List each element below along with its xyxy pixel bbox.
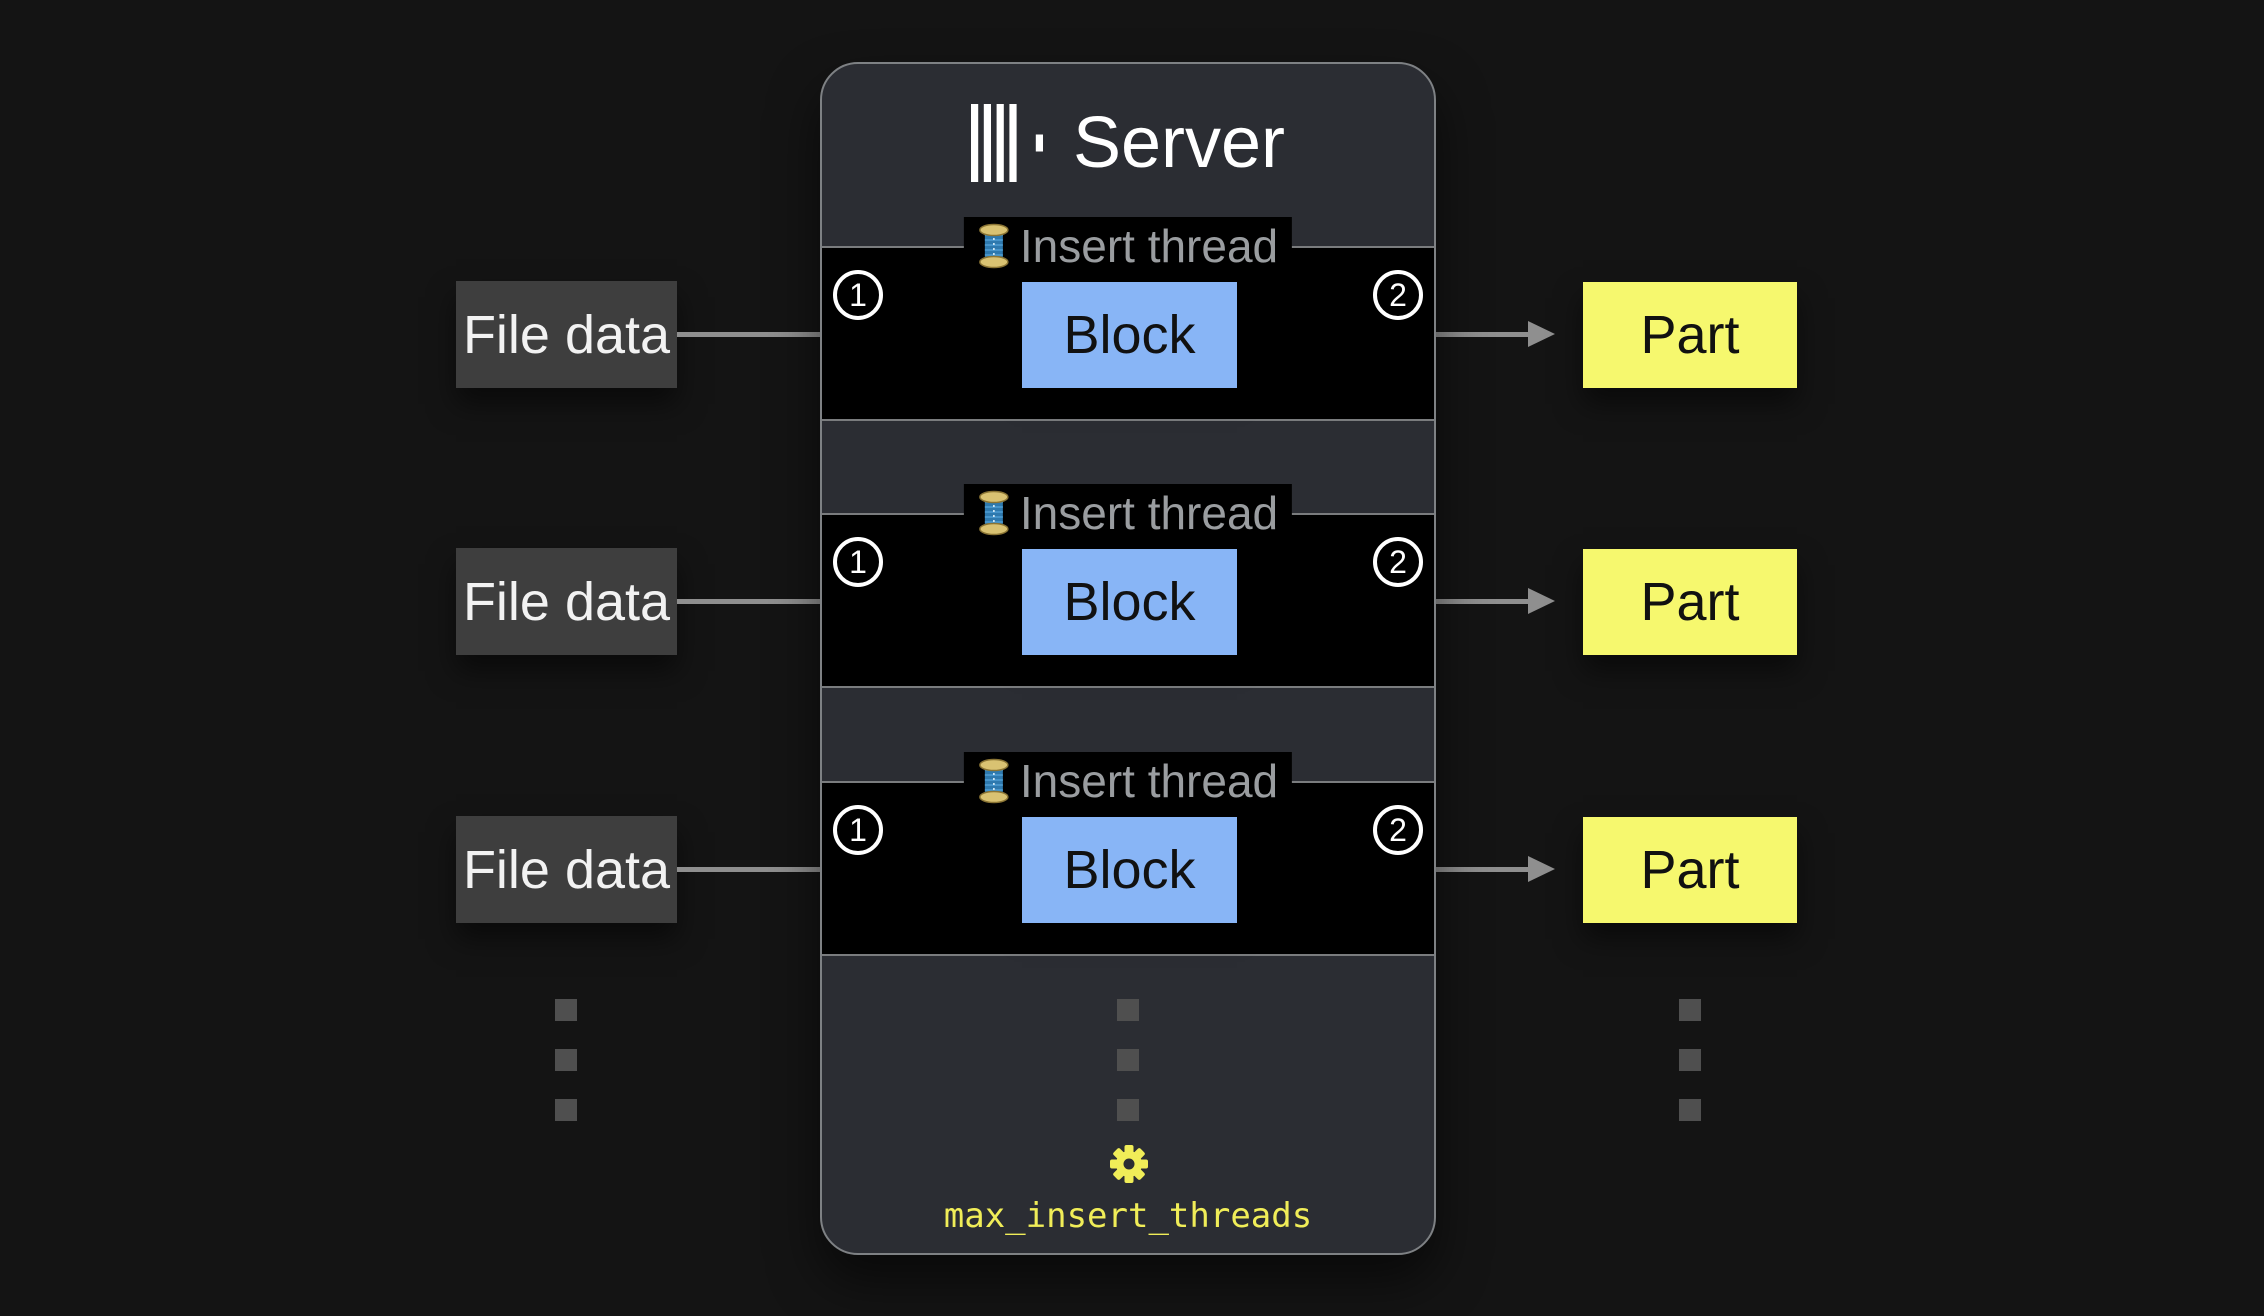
ellipsis-dot <box>1117 1049 1139 1071</box>
step-number: 1 <box>849 811 867 848</box>
file-data-box: File data <box>456 548 677 655</box>
insert-thread-label: Insert thread <box>1019 755 1279 807</box>
step-1-badge: 1 <box>833 537 883 587</box>
thread-spool-icon <box>979 223 1009 269</box>
part-label: Part <box>1640 840 1740 900</box>
step-number: 2 <box>1389 276 1407 313</box>
ellipsis-dot <box>555 1049 577 1071</box>
block-label: Block <box>1063 572 1196 632</box>
insert-thread-band: Insert thread 1 Block 2 <box>822 217 1434 421</box>
part-label: Part <box>1640 305 1740 365</box>
insert-thread-band: Insert thread 1 Block 2 <box>822 752 1434 956</box>
step-1-badge: 1 <box>833 270 883 320</box>
block-box: Block <box>1022 282 1237 388</box>
block-label: Block <box>1063 840 1196 900</box>
insert-thread-legend: Insert thread <box>963 752 1293 810</box>
thread-spool-icon <box>979 490 1009 536</box>
part-box: Part <box>1583 549 1797 655</box>
arrow-head-icon <box>1528 856 1555 882</box>
part-box: Part <box>1583 282 1797 388</box>
insert-thread-label: Insert thread <box>1019 220 1279 272</box>
block-label: Block <box>1063 305 1196 365</box>
block-box: Block <box>1022 817 1237 923</box>
ellipsis-dots-outputs <box>1679 999 1701 1121</box>
server-title-label: Server <box>1072 103 1286 183</box>
ellipsis-dot <box>555 999 577 1021</box>
thread-spool-icon <box>979 758 1009 804</box>
file-data-label: File data <box>462 304 671 365</box>
ellipsis-dot <box>1117 999 1139 1021</box>
ellipsis-dot <box>1117 1099 1139 1121</box>
step-number: 2 <box>1389 811 1407 848</box>
part-label: Part <box>1640 572 1740 632</box>
clickhouse-logo-icon <box>970 104 1043 182</box>
step-2-badge: 2 <box>1373 537 1423 587</box>
insert-thread-legend: Insert thread <box>963 484 1293 542</box>
arrow-head-icon <box>1528 321 1555 347</box>
server-title: Server <box>822 104 1434 182</box>
insert-thread-label: Insert thread <box>1019 487 1279 539</box>
ellipsis-dot <box>1679 1099 1701 1121</box>
arrow-head-icon <box>1528 588 1555 614</box>
step-number: 2 <box>1389 543 1407 580</box>
step-number: 1 <box>849 543 867 580</box>
ellipsis-dot <box>555 1099 577 1121</box>
ellipsis-dots-inputs <box>555 999 577 1121</box>
part-box: Part <box>1583 817 1797 923</box>
step-1-badge: 1 <box>833 805 883 855</box>
server-panel: Server Insert thread 1 Block 2 <box>820 62 1436 1255</box>
file-data-box: File data <box>456 281 677 388</box>
gear-icon <box>1110 1145 1148 1183</box>
insert-thread-legend: Insert thread <box>963 217 1293 275</box>
ellipsis-dot <box>1679 1049 1701 1071</box>
ellipsis-dot <box>1679 999 1701 1021</box>
step-2-badge: 2 <box>1373 270 1423 320</box>
ellipsis-dots-server <box>1117 999 1139 1121</box>
file-data-box: File data <box>456 816 677 923</box>
step-number: 1 <box>849 276 867 313</box>
file-data-label: File data <box>462 839 671 900</box>
step-2-badge: 2 <box>1373 805 1423 855</box>
setting-label: max_insert_threads <box>943 1196 1313 1236</box>
block-box: Block <box>1022 549 1237 655</box>
insert-thread-band: Insert thread 1 Block 2 <box>822 484 1434 688</box>
file-data-label: File data <box>462 571 671 632</box>
